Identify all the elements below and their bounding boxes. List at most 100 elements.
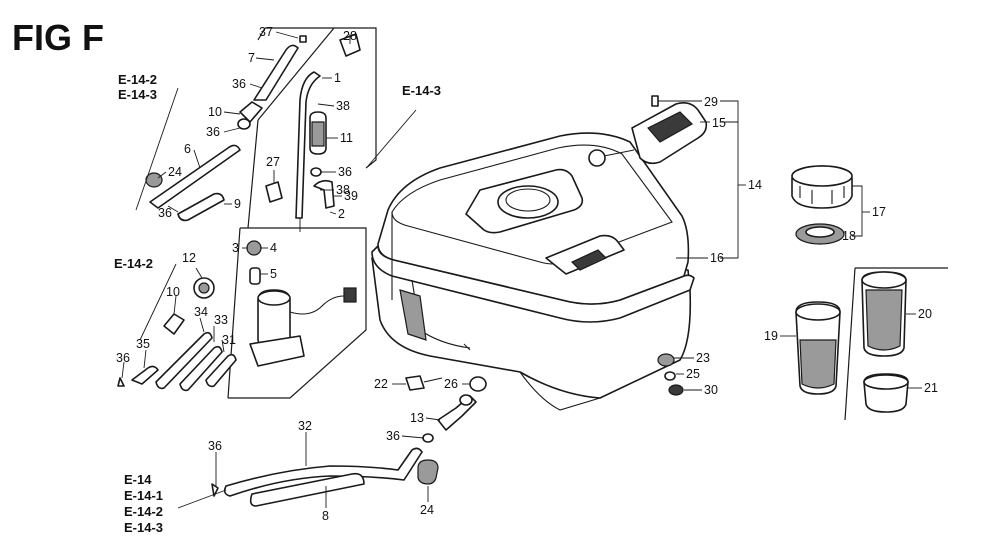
panel-upper-frame	[265, 27, 377, 169]
callout-38b: 38	[336, 183, 350, 197]
lower-left-parts	[117, 277, 237, 392]
callout-26: 26	[444, 377, 458, 391]
callout-36d: 36	[116, 351, 130, 365]
tank-hardware	[405, 353, 684, 431]
hose-35	[131, 365, 159, 385]
callout-16: 16	[710, 251, 724, 265]
ref-topleft-b: E-14-3	[118, 87, 157, 102]
callout-30: 30	[704, 383, 718, 397]
callout-39: 39	[344, 189, 358, 203]
callout-32: 32	[298, 419, 312, 433]
bolt-22-head	[405, 375, 425, 391]
callout-2: 2	[338, 207, 345, 221]
panel-pump-frame	[228, 227, 367, 399]
callout-19: 19	[764, 329, 778, 343]
callout-15: 15	[712, 116, 726, 130]
hose-1	[295, 71, 321, 219]
clip-36f	[211, 483, 219, 497]
tank-cap-assembly	[791, 165, 853, 245]
callout-31: 31	[222, 333, 236, 347]
callout-1: 1	[334, 71, 341, 85]
screw-29	[651, 95, 659, 107]
figure-title: FIG F	[12, 17, 104, 58]
callout-37: 37	[259, 25, 273, 39]
ref-topleft-a: E-14-2	[118, 72, 157, 87]
grommet-4	[246, 240, 262, 256]
band-24b	[417, 459, 439, 485]
callout-12: 12	[182, 251, 196, 265]
callout-24a: 24	[168, 165, 182, 179]
pump-wire	[289, 295, 345, 315]
hose-8	[249, 472, 365, 507]
callout-20: 20	[918, 307, 932, 321]
fuel-gauge-assembly	[588, 95, 708, 167]
callout-3: 3	[232, 241, 239, 255]
collar-5	[249, 267, 261, 285]
clip-37	[299, 35, 307, 43]
clip-36c	[310, 167, 322, 177]
float-ball	[588, 149, 606, 167]
pump-connector	[343, 287, 357, 303]
ref-bottom-a: E-14	[124, 472, 152, 487]
leader-lines	[121, 31, 922, 509]
nut-30	[668, 384, 684, 396]
callout-27: 27	[266, 155, 280, 169]
callout-36a: 36	[232, 77, 246, 91]
callout-numbers: 37 28 7 1 36 38 10 36 11 6 27 24 36 39 3…	[116, 25, 938, 523]
ref-top-center: E-14-3	[402, 83, 441, 98]
hose-33	[179, 345, 223, 392]
hose-32	[223, 447, 423, 497]
fuel-strainers	[795, 271, 909, 413]
joint-26	[469, 376, 487, 392]
callout-10b: 10	[166, 285, 180, 299]
callout-4: 4	[270, 241, 277, 255]
clip-28	[339, 33, 361, 57]
callout-23: 23	[696, 351, 710, 365]
fuel-pump-assembly	[246, 240, 357, 367]
clip-27	[265, 181, 283, 203]
callout-6: 6	[184, 142, 191, 156]
pump-bracket	[249, 335, 305, 367]
callout-22: 22	[374, 377, 388, 391]
clip-36d	[117, 377, 125, 387]
callout-34: 34	[194, 305, 208, 319]
callout-38: 38	[336, 99, 350, 113]
callout-33: 33	[214, 313, 228, 327]
collar-25	[664, 371, 676, 381]
callout-21: 21	[924, 381, 938, 395]
callout-13: 13	[410, 411, 424, 425]
callout-10a: 10	[208, 105, 222, 119]
callout-36c: 36	[338, 165, 352, 179]
callout-9: 9	[234, 197, 241, 211]
callout-36b: 36	[206, 125, 220, 139]
ref-midleft: E-14-2	[114, 256, 153, 271]
panel-outlines	[227, 27, 948, 421]
callout-18: 18	[842, 229, 856, 243]
hose-34	[155, 331, 213, 390]
fuel-tank	[371, 132, 695, 411]
reference-labels: E-14-2 E-14-3 E-14-3 E-14-2 E-14 E-14-1 …	[114, 72, 441, 535]
hose-2	[313, 179, 335, 209]
ref-bottom-d: E-14-3	[124, 520, 163, 535]
hose-9	[177, 192, 225, 222]
hose-7	[253, 44, 299, 101]
hose-6	[149, 144, 241, 209]
hose-31	[205, 353, 237, 388]
washer-23	[657, 353, 675, 367]
callout-36e: 36	[386, 429, 400, 443]
ref-bottom-b: E-14-1	[124, 488, 163, 503]
callout-36-hose9: 36	[158, 206, 172, 220]
callout-8: 8	[322, 509, 329, 523]
callout-28: 28	[343, 29, 357, 43]
callout-7: 7	[248, 51, 255, 65]
callout-24b: 24	[420, 503, 434, 517]
callout-25: 25	[686, 367, 700, 381]
callout-5: 5	[270, 267, 277, 281]
gauge-window	[545, 234, 625, 275]
callout-14: 14	[748, 178, 762, 192]
clip-36e	[422, 433, 434, 443]
filler-opening	[497, 185, 559, 219]
callout-29: 29	[704, 95, 718, 109]
